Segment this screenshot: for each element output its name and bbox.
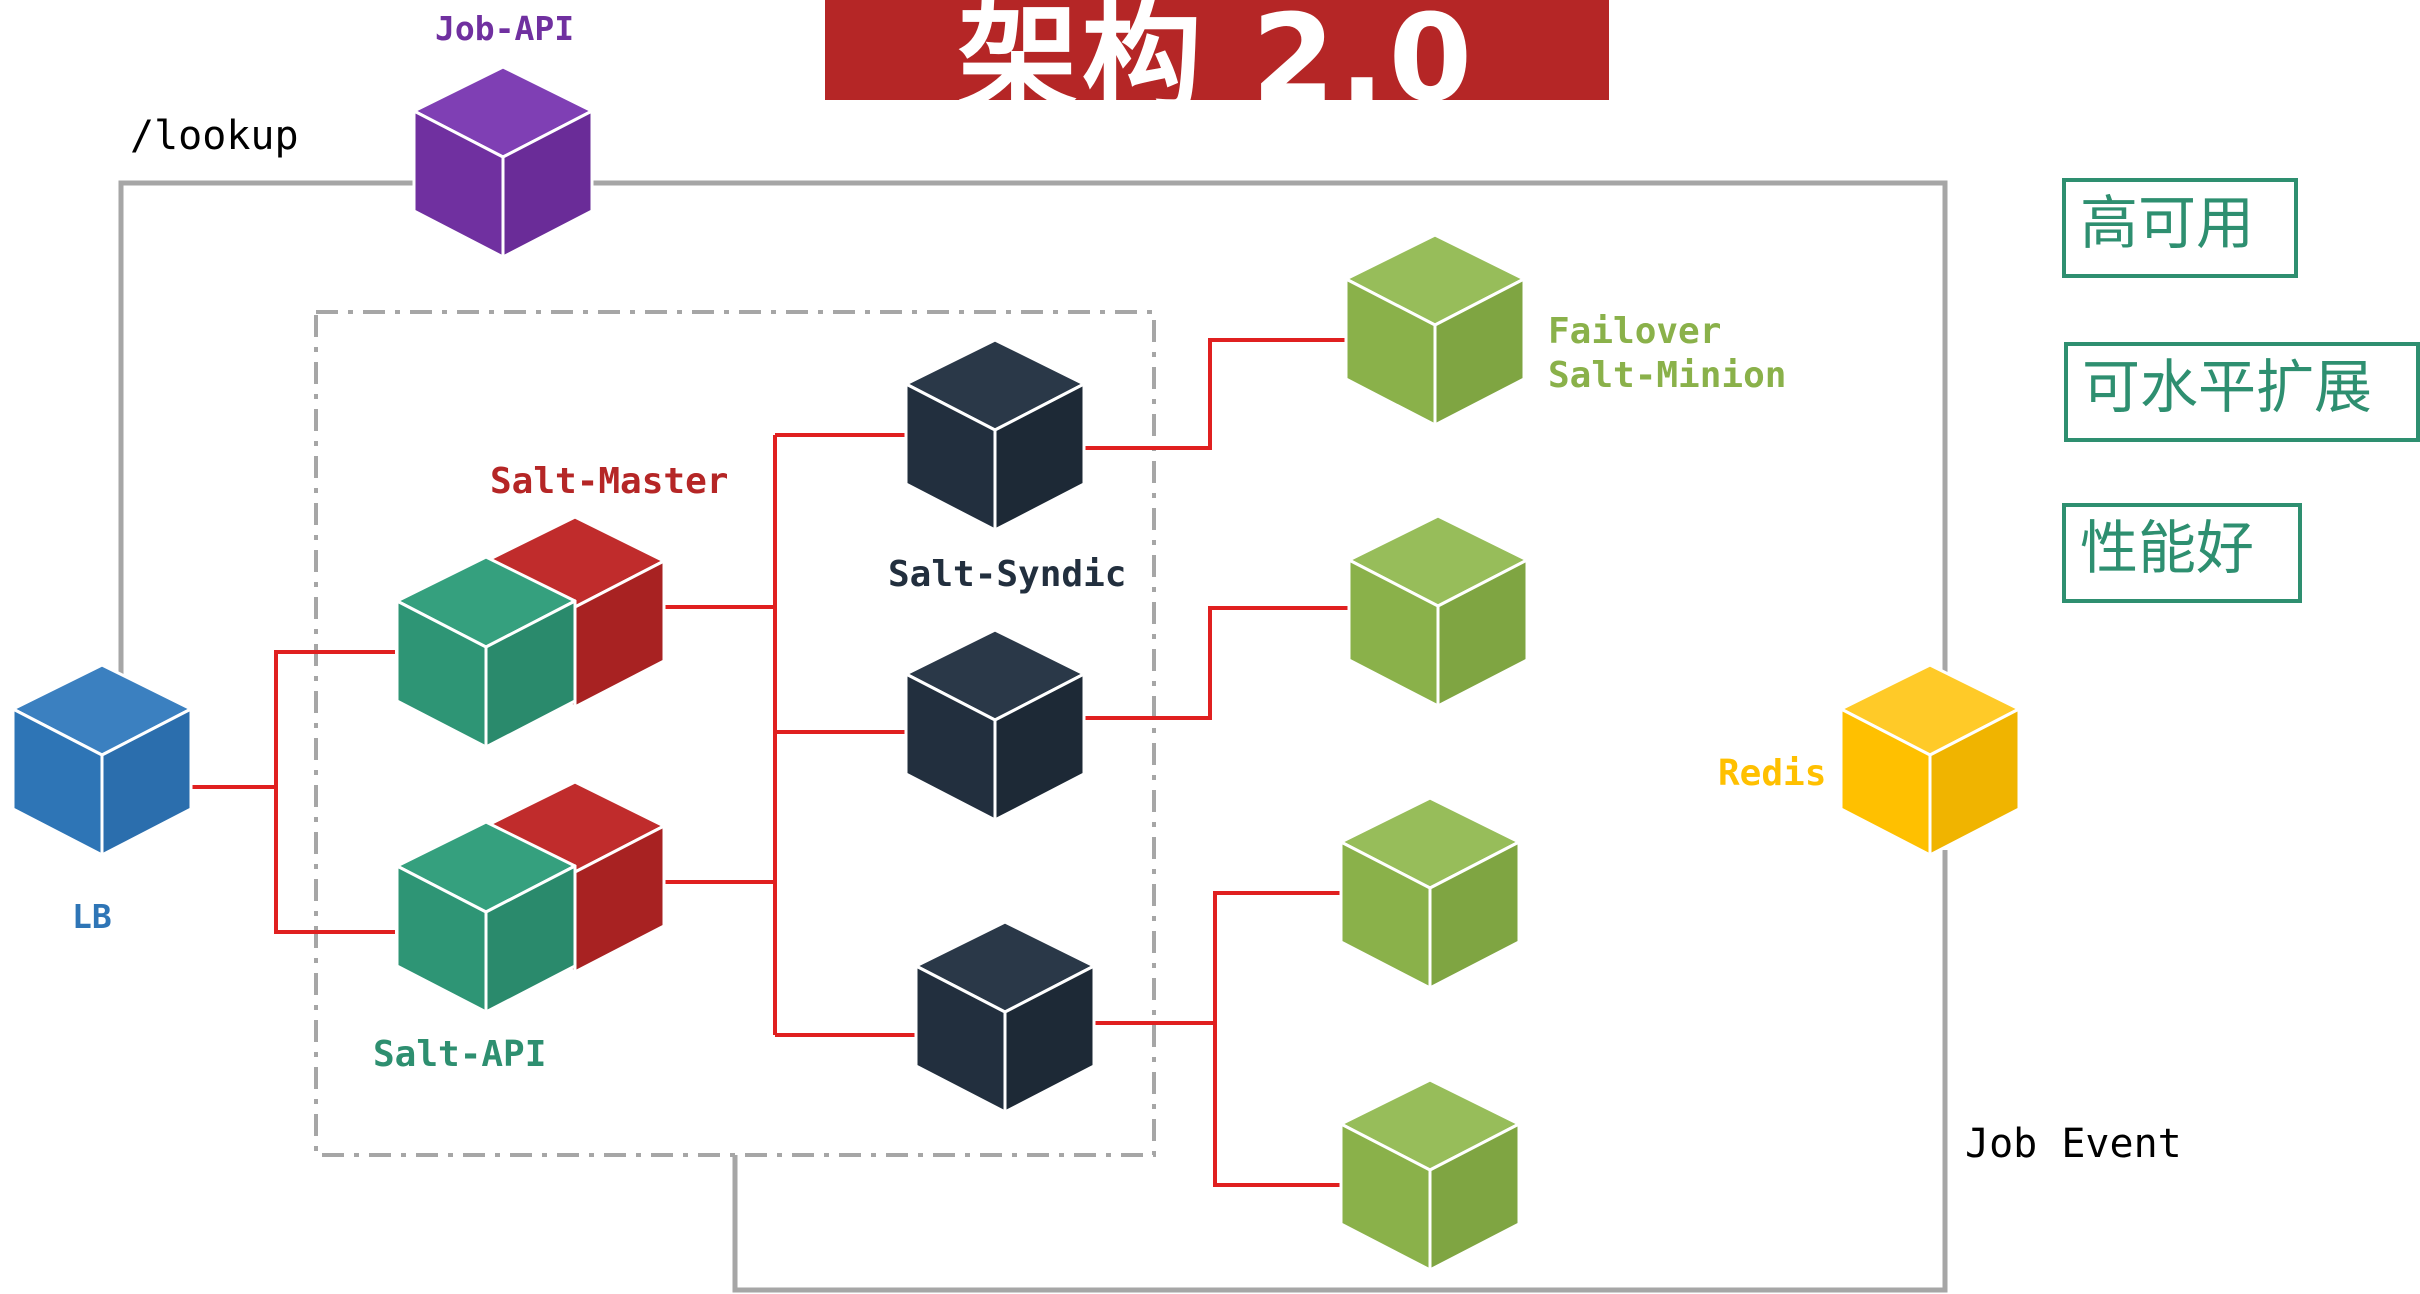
lb-label: LB (72, 897, 112, 936)
salt-minion-cube-2 (1347, 514, 1529, 708)
salt-minion-cube-4 (1339, 1078, 1521, 1272)
salt-api-label: Salt-API (373, 1034, 547, 1075)
redis-cube (1839, 663, 2021, 857)
feature-high-availability: 高可用 (2062, 178, 2298, 278)
salt-syndic-cube-3 (914, 920, 1096, 1114)
salt-api-cube-upper (395, 555, 577, 749)
salt-syndic-label: Salt-Syndic (888, 554, 1127, 595)
salt-syndic-cube-1 (904, 338, 1086, 532)
salt-cluster-boundary (314, 310, 1156, 1157)
feature-performance: 性能好 (2062, 503, 2302, 603)
salt-api-cube-lower (395, 820, 577, 1014)
red-connectors (192, 338, 1348, 1187)
page-title: 架构 2.0 (957, 0, 1477, 100)
salt-syndic-cube-2 (904, 628, 1086, 822)
failover-label: Failover (1548, 311, 1722, 352)
lb-cube (11, 663, 193, 857)
salt-minion-label: Salt-Minion (1548, 355, 1787, 396)
job-event-label: Job Event (1965, 1121, 2182, 1167)
lookup-label: /lookup (130, 113, 299, 159)
job-event-connector (732, 850, 1948, 1293)
salt-master-label: Salt-Master (490, 461, 729, 502)
salt-minion-cube-1 (1344, 233, 1526, 427)
job-api-cube (412, 65, 594, 259)
redis-label: Redis (1718, 753, 1827, 794)
job-api-label: Job-API (435, 9, 575, 48)
salt-minion-cube-3 (1339, 796, 1521, 990)
lookup-connector (118, 180, 1948, 700)
feature-horizontal-scaling: 可水平扩展 (2064, 342, 2420, 442)
title-banner: 架构 2.0 (825, 0, 1609, 100)
